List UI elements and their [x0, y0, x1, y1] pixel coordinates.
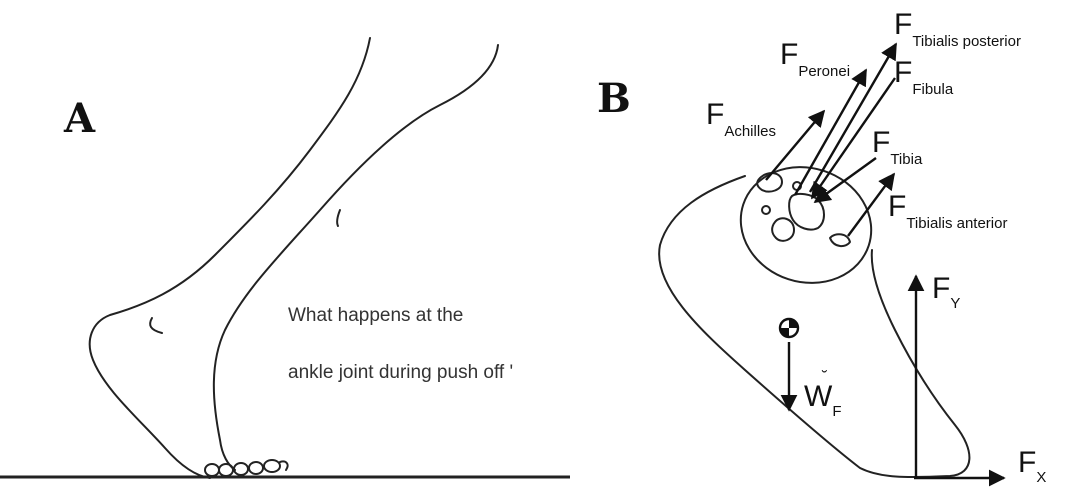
- label-tibialis-anterior: FTibialis anterior: [888, 190, 1007, 232]
- back-leg-heel: [150, 318, 162, 333]
- label-achilles: FAchilles: [706, 98, 776, 140]
- label-tibia: FTibia: [872, 126, 923, 168]
- front-leg-calf: [337, 210, 340, 226]
- center-of-mass-icon: [780, 319, 798, 337]
- panel-a-label: A: [63, 95, 96, 142]
- ankle-cross-section: [726, 150, 887, 299]
- arrow-achilles: [766, 111, 824, 180]
- panel-b-label: B: [597, 75, 631, 122]
- ankle-structures: [757, 173, 850, 246]
- caption-line-2: ankle joint during push off ': [288, 362, 513, 383]
- toes: [205, 460, 288, 476]
- label-peronei: FPeronei: [780, 38, 850, 80]
- label-tibialis-posterior: FTibialis posterior: [894, 8, 1021, 50]
- label-fibula: FFibula: [894, 56, 954, 98]
- back-leg-outline: [90, 38, 370, 478]
- weight-vector-mark: ˘: [821, 369, 827, 386]
- label-weight: WF: [804, 380, 842, 420]
- panel-b: B FPeronei: [597, 8, 1046, 486]
- label-fx: FX: [1018, 446, 1046, 486]
- caption-line-1: What happens at the: [288, 305, 463, 326]
- front-leg-shin: [214, 45, 498, 470]
- label-fy: FY: [932, 272, 960, 312]
- panel-a: A What happens at the ankle joint during…: [0, 38, 570, 478]
